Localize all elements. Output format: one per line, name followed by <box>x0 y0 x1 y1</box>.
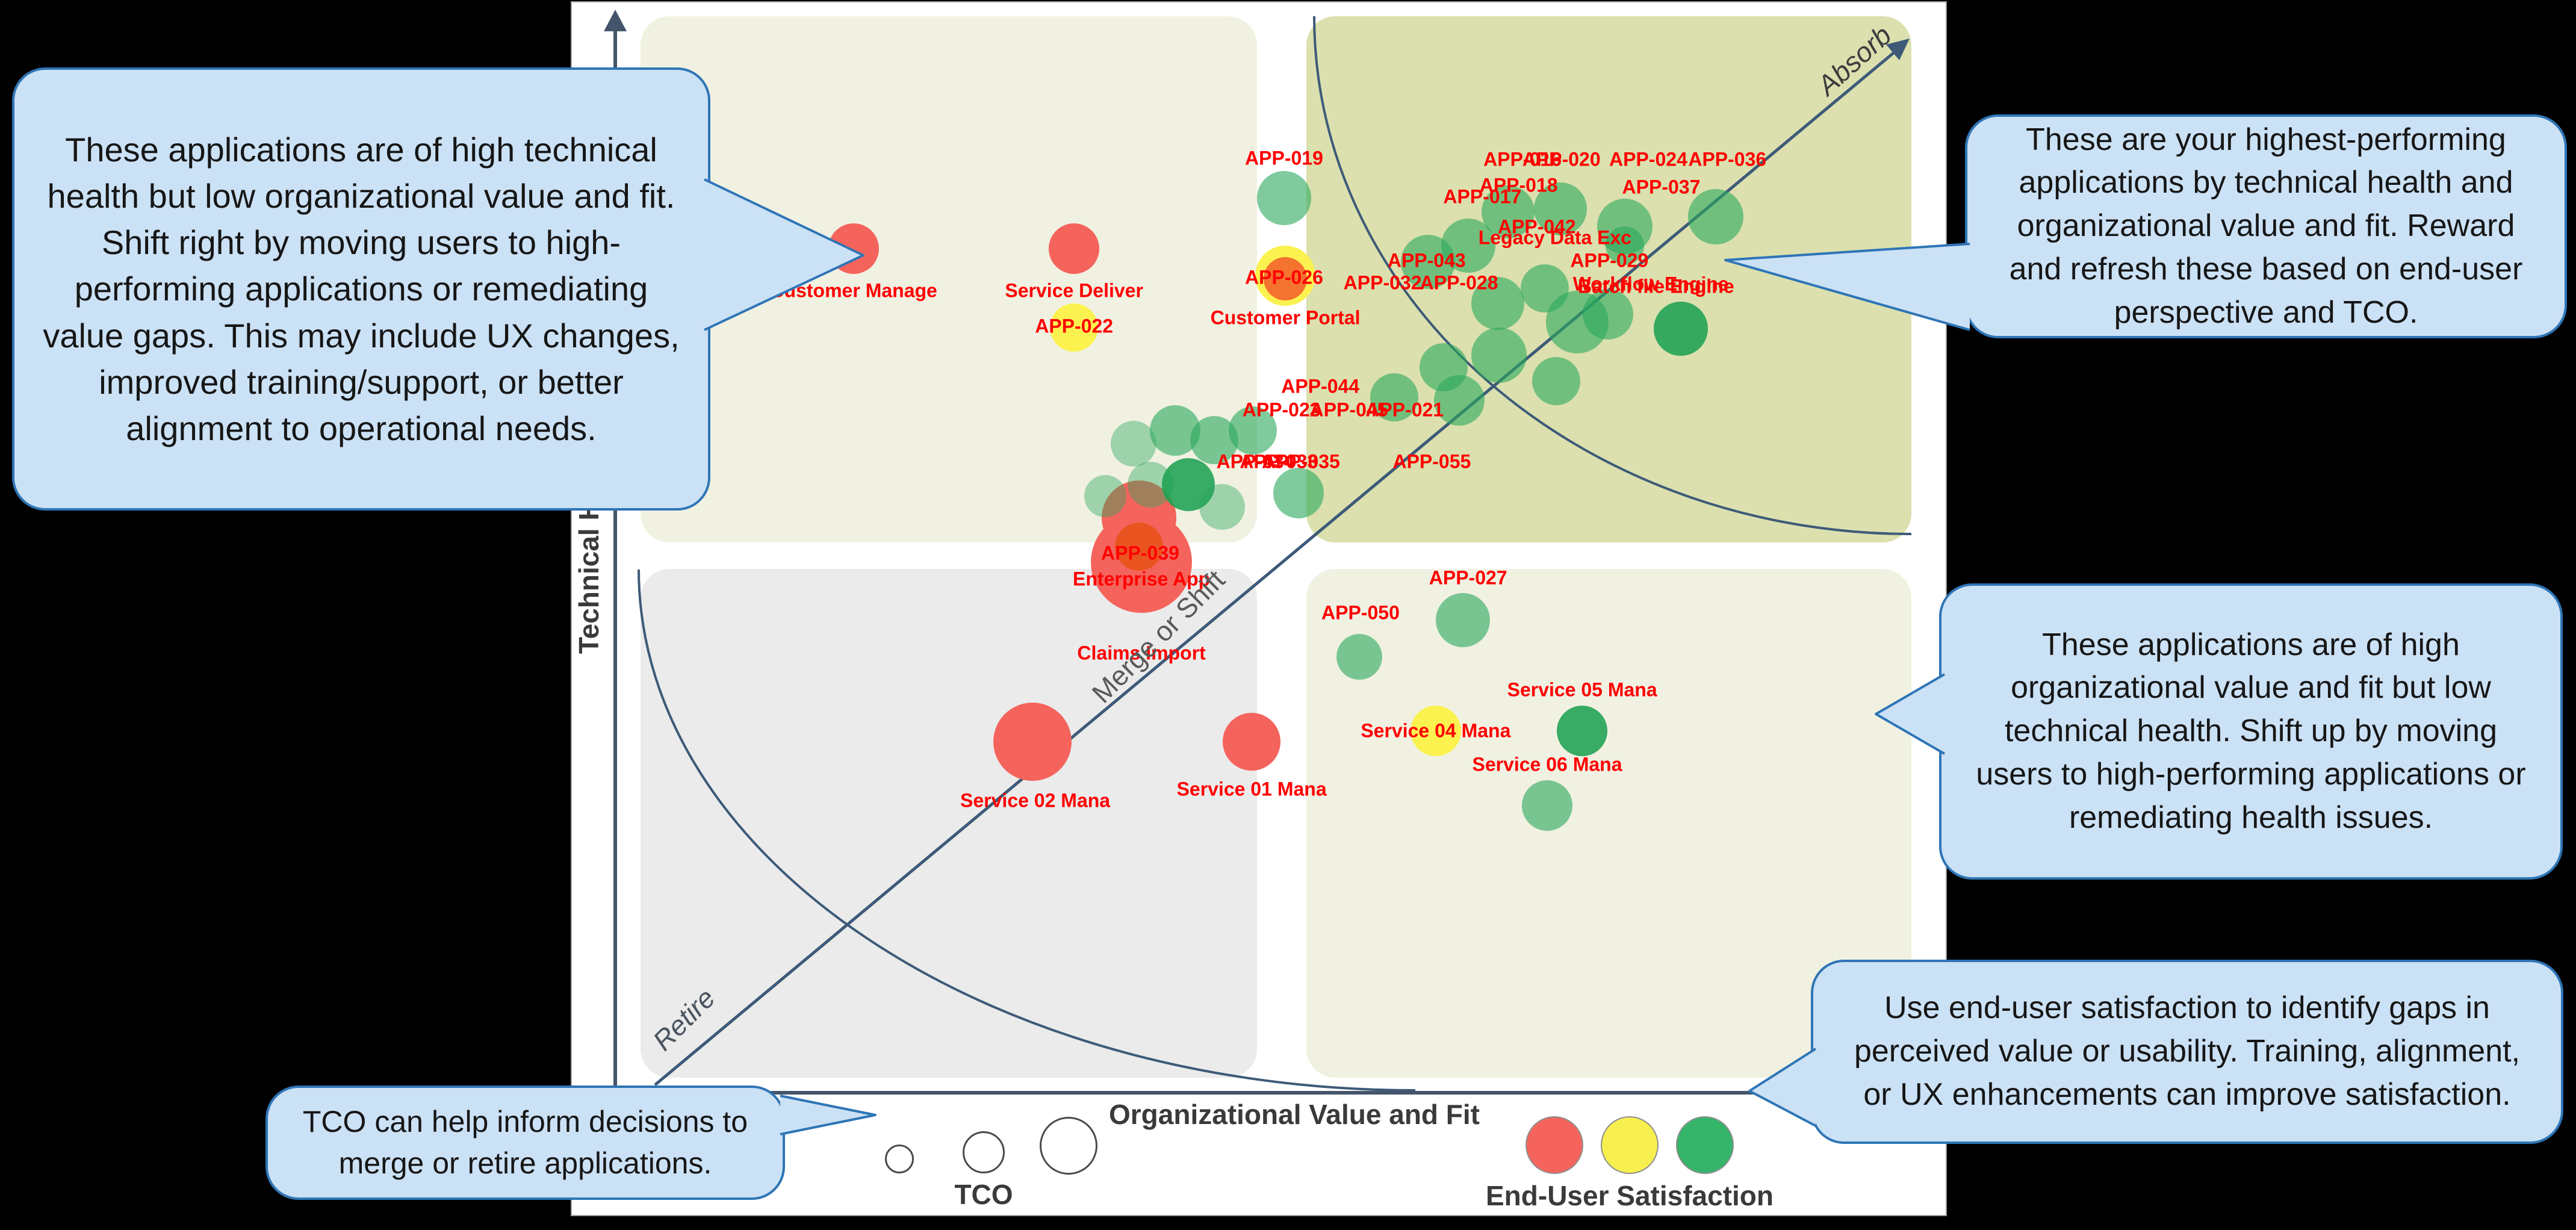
point-label-app-037: APP-037 <box>1622 176 1701 198</box>
bubble-service-05-mana[interactable] <box>1557 706 1608 757</box>
bubble-app-019[interactable] <box>1256 171 1311 226</box>
point-label-app-042: APP-042 <box>1497 216 1576 238</box>
point-label-app-034: APP-034 <box>1216 450 1295 473</box>
bubble-app-022[interactable] <box>1050 303 1099 352</box>
point-label-app-039: APP-039 <box>1101 542 1179 564</box>
bubble-batch-file-engine[interactable] <box>1653 301 1708 356</box>
point-label-app-043: APP-043 <box>1387 249 1466 272</box>
bubble-service-04-mana[interactable] <box>1410 706 1461 757</box>
point-label-app-020: APP-020 <box>1522 148 1601 170</box>
bubble-app-023[interactable] <box>1111 420 1157 467</box>
point-label-app-023: APP-023 <box>1242 399 1321 421</box>
bubble-app-033[interactable] <box>1161 458 1215 511</box>
point-label-service-01-mana: Service 01 Mana <box>1176 778 1327 800</box>
bubble-app-037-overlap[interactable] <box>1606 226 1645 265</box>
retire-arc <box>638 569 1416 1092</box>
satisfaction-circle-2 <box>1601 1116 1659 1174</box>
tco-size-circle-3 <box>1040 1117 1097 1175</box>
point-label-workflow-engine: Workflow Engine <box>1572 273 1729 295</box>
point-label-app-018: APP-018 <box>1479 174 1558 196</box>
tco-legend-label: TCO <box>954 1179 1013 1210</box>
point-label-app-019: APP-019 <box>1245 147 1323 169</box>
point-label-app-045: APP-045 <box>1309 399 1388 421</box>
bubble-service-01-mana[interactable] <box>1223 713 1281 771</box>
quadrant-low-health-low-value <box>641 569 1257 1078</box>
point-label-app-033: APP-033 <box>1240 450 1318 473</box>
bubble-customer-manage[interactable] <box>828 223 880 275</box>
point-label-app-055: APP-055 <box>1392 450 1471 473</box>
point-label-service-05-mana: Service 05 Mana <box>1507 679 1657 701</box>
point-label-app-029: APP-029 <box>1570 249 1649 272</box>
point-label-customer-portal: Customer Portal <box>1210 306 1361 329</box>
point-label-claims-import: Claims Import <box>1077 642 1206 664</box>
bubble-app-028[interactable] <box>1532 357 1581 406</box>
bubble-service-06-mana[interactable] <box>1522 780 1572 831</box>
y-axis-arrowhead <box>604 10 627 31</box>
point-label-app-024: APP-024 <box>1609 148 1687 170</box>
point-label-app-032: APP-032 <box>1343 272 1422 294</box>
bubble-app-035[interactable] <box>1084 475 1126 518</box>
point-label-app-016: APP-016 <box>1483 148 1562 170</box>
end-user-satisfaction-legend-label: End-User Satisfaction <box>1486 1180 1774 1211</box>
point-label-service-02-mana: Service 02 Mana <box>960 789 1111 812</box>
bubble-app-032[interactable] <box>1370 373 1418 421</box>
bubble-app-021[interactable] <box>1229 406 1277 455</box>
bubble-service-deliver[interactable] <box>1049 223 1100 275</box>
point-label-app-050: APP-050 <box>1321 601 1400 624</box>
bubble-app-016[interactable] <box>1482 185 1535 239</box>
bubble-app-024[interactable] <box>1533 182 1587 236</box>
absorb-arc <box>1313 16 1912 535</box>
bubble-service-02-mana[interactable] <box>993 703 1072 781</box>
diagonal-arrowhead <box>1886 39 1910 60</box>
bubble-app-055[interactable] <box>1273 468 1324 519</box>
point-label-customer-manage: Customer Manage <box>770 279 937 302</box>
tco-size-circle-1 <box>885 1145 914 1173</box>
bubble-app-028-b[interactable] <box>1433 375 1485 426</box>
point-label-service-04-mana: Service 04 Mana <box>1361 719 1511 742</box>
point-label-app-044: APP-044 <box>1281 375 1360 397</box>
callout-right-middle: These applications are of high organizat… <box>1939 583 2563 880</box>
point-label-app-035: APP-035 <box>1262 450 1340 473</box>
tco-size-circle-2 <box>963 1131 1005 1173</box>
bubble-app-036[interactable] <box>1687 188 1743 244</box>
satisfaction-circle-3 <box>1676 1116 1734 1174</box>
callout-bottom-left: TCO can help inform decisions to merge o… <box>265 1086 785 1200</box>
x-axis-label: Organizational Value and Fit <box>1109 1099 1480 1130</box>
point-label-service-deliver: Service Deliver <box>1005 279 1143 302</box>
point-label-app-021: APP-021 <box>1365 399 1444 421</box>
point-label-batch-file-engine: Batch file Engine <box>1578 275 1734 297</box>
point-label-service-06-mana: Service 06 Mana <box>1472 753 1622 775</box>
point-label-legacy-data-exc: Legacy Data Exc <box>1478 226 1632 249</box>
callout-top-left: These applications are of high technical… <box>12 67 710 511</box>
bubble-app-026[interactable] <box>1264 257 1308 301</box>
quadrant-low-health-high-value <box>1306 569 1911 1078</box>
point-label-enterprise-app: Enterprise App <box>1073 568 1211 590</box>
satisfaction-circle-1 <box>1525 1116 1583 1174</box>
bubble-app-039-core[interactable] <box>1114 523 1163 571</box>
bubble-app-027[interactable] <box>1436 593 1491 648</box>
callout-bottom-right: Use end-user satisfaction to identify ga… <box>1811 960 2563 1144</box>
point-label-app-026: APP-026 <box>1245 266 1323 288</box>
callout-top-right: These are your highest-performing applic… <box>1965 114 2567 338</box>
point-label-app-017: APP-017 <box>1443 185 1522 208</box>
point-label-app-022: APP-022 <box>1035 315 1114 337</box>
bubble-app-050[interactable] <box>1336 633 1382 680</box>
bubble-app-055-b[interactable] <box>1199 484 1245 530</box>
point-label-app-027: APP-027 <box>1429 567 1507 589</box>
point-label-app-028: APP-028 <box>1420 272 1498 294</box>
bubble-app-029[interactable] <box>1471 328 1527 384</box>
point-label-app-036: APP-036 <box>1688 148 1767 170</box>
bubble-workflow-engine[interactable] <box>1583 289 1634 340</box>
bubble-app-042[interactable] <box>1471 277 1525 331</box>
